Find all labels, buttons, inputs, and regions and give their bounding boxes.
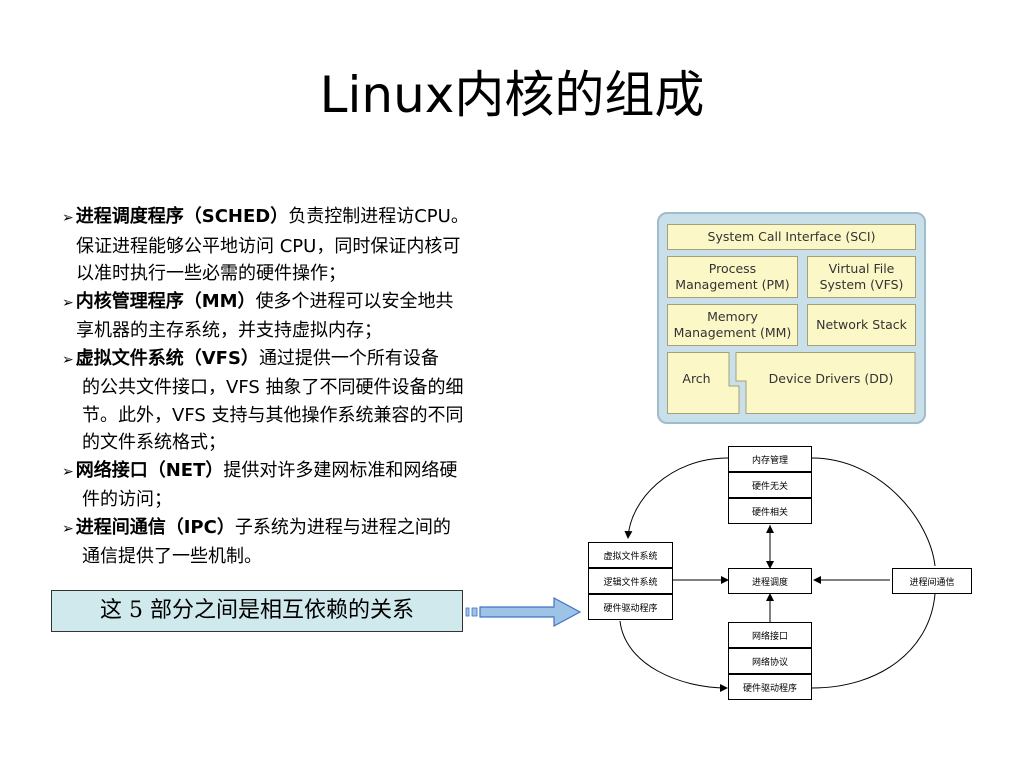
- bullet-text: 使多个进程可以安全地共: [255, 290, 454, 312]
- subsystem-flow-diagram: 内存管理 硬件无关 硬件相关 虚拟文件系统 逻辑文件系统 硬件驱动程序 进程调度…: [580, 440, 980, 705]
- page-title: Linux内核的组成: [319, 66, 705, 124]
- net-protocol-box: 网络协议: [728, 648, 812, 674]
- bullet-text: 通信提供了一些机制。: [82, 546, 262, 567]
- ipc-box: 进程间通信: [892, 568, 972, 594]
- sched-box: 进程调度: [728, 568, 812, 594]
- bullet-text: 的文件系统格式；: [82, 432, 226, 453]
- bullet-mm: ➢内核管理程序（MM）使多个进程可以安全地共 享机器的主存系统，并支持虚拟内存；: [62, 288, 582, 345]
- vfs-box: Virtual File System (VFS): [807, 256, 916, 298]
- bullet-text: 通过提供一个所有设备: [258, 347, 439, 369]
- bullet-text: 保证进程能够公平地访问 CPU，同时保证内核可: [76, 235, 461, 257]
- bullet-text: 节。此外，VFS 支持与其他操作系统兼容的不同: [82, 404, 464, 426]
- bullet-vfs: ➢虚拟文件系统（VFS）通过提供一个所有设备 的公共文件接口，VFS 抽象了不同…: [62, 345, 582, 457]
- kernel-architecture-diagram: System Call Interface (SCI) Process Mana…: [657, 212, 926, 424]
- bullet-text: 的公共文件接口，VFS 抽象了不同硬件设备的细: [82, 377, 464, 398]
- net-interface-box: 网络接口: [728, 622, 812, 648]
- mm-line: Management (MM): [673, 325, 792, 340]
- bullet-text: 提供对许多建网标准和网络硬: [223, 459, 458, 481]
- arrow-bullet-icon: ➢: [62, 210, 74, 226]
- vfs-flow-box: 虚拟文件系统: [588, 542, 673, 568]
- vfs-line: System (VFS): [819, 277, 904, 292]
- mem-mgmt-box: 内存管理: [728, 446, 812, 472]
- arrow-bullet-icon: ➢: [62, 351, 74, 368]
- bullet-ipc: ➢进程间通信（IPC）子系统为进程与进程之间的 通信提供了一些机制。: [62, 514, 582, 571]
- net-driver-box: 硬件驱动程序: [728, 674, 812, 700]
- right-arrow-icon: [465, 596, 582, 628]
- fs-driver-box: 硬件驱动程序: [588, 594, 673, 620]
- bullet-text: 享机器的主存系统，并支持虚拟内存；: [76, 320, 382, 341]
- flow-connectors: [619, 457, 936, 692]
- hw-independent-box: 硬件无关: [728, 472, 812, 498]
- bullet-term: 虚拟文件系统（VFS）: [75, 347, 259, 369]
- device-drivers-box: Device Drivers (DD): [768, 371, 894, 386]
- hw-dependent-box: 硬件相关: [728, 498, 812, 524]
- dependency-note: 这 5 部分之间是相互依赖的关系: [51, 590, 463, 632]
- bullet-term: 内核管理程序（MM）: [75, 290, 256, 312]
- bullet-net: ➢网络接口（NET）提供对许多建网标准和网络硬 件的访问；: [62, 457, 582, 514]
- bullet-list: ➢进程调度程序（SCHED）负责控制进程访CPU。 保证进程能够公平地访问 CP…: [62, 203, 582, 571]
- pm-box: Process Management (PM): [667, 256, 798, 298]
- bullet-term: 网络接口（NET）: [75, 459, 224, 481]
- bullet-term: 进程间通信（IPC）: [75, 516, 235, 538]
- bullet-text: 件的访问；: [82, 489, 172, 510]
- mm-box: Memory Management (MM): [667, 304, 798, 346]
- arch-dd-shape: [667, 352, 916, 414]
- arrow-bullet-icon: ➢: [62, 294, 74, 311]
- arrow-bullet-icon: ➢: [62, 520, 74, 537]
- pm-line: Process: [708, 261, 757, 276]
- pm-line: Management (PM): [675, 277, 790, 292]
- arch-box: Arch: [682, 371, 711, 386]
- logical-fs-box: 逻辑文件系统: [588, 568, 673, 594]
- vfs-line: Virtual File: [828, 261, 895, 276]
- mm-line: Memory: [707, 309, 758, 324]
- bullet-term: 进程调度程序（SCHED）: [75, 206, 289, 227]
- bullet-text: 负责控制进程访CPU。: [288, 206, 469, 227]
- bullet-text: 以准时执行一些必需的硬件操作；: [76, 263, 346, 284]
- arrow-bullet-icon: ➢: [62, 463, 74, 480]
- network-stack-box: Network Stack: [807, 304, 916, 346]
- sci-box: System Call Interface (SCI): [667, 224, 916, 250]
- bullet-text: 子系统为进程与进程之间的: [234, 516, 451, 538]
- bullet-sched: ➢进程调度程序（SCHED）负责控制进程访CPU。 保证进程能够公平地访问 CP…: [62, 203, 582, 288]
